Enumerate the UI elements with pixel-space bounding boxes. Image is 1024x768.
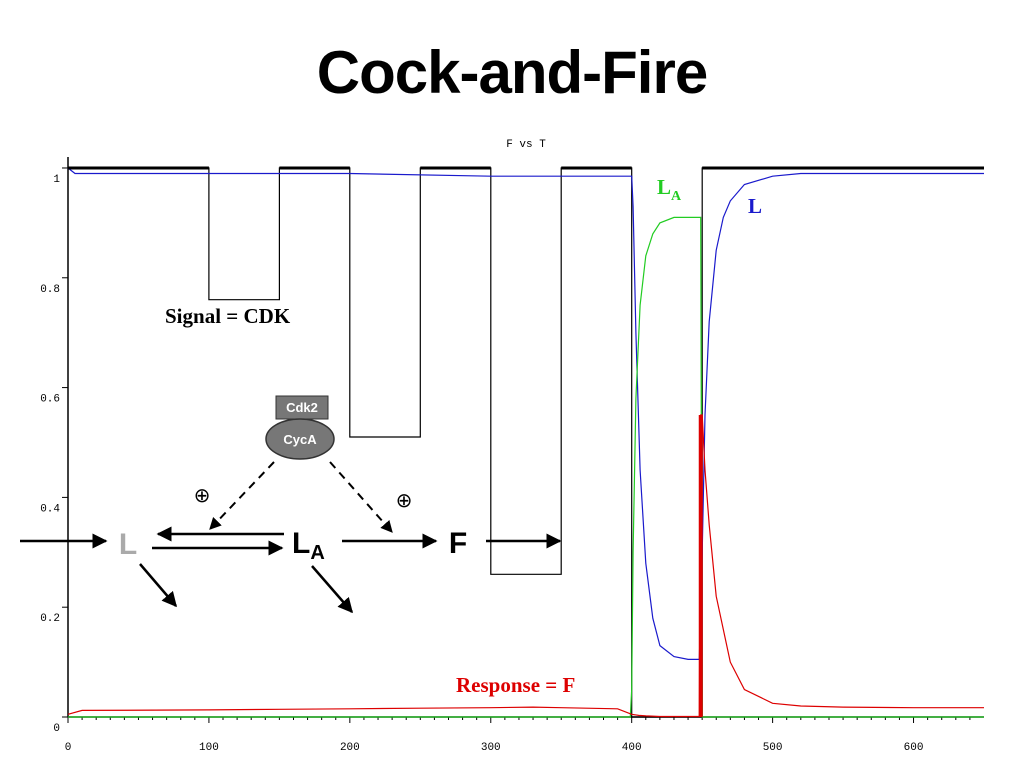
y-tick-label: 0 [53,723,60,735]
la-label-sub: A [671,189,682,204]
x-tick-label: 0 [65,742,72,754]
y-tick-label: 0.2 [40,613,60,625]
la-label-main: L [657,175,671,199]
x-tick-label: 600 [904,742,924,754]
series-line-f [67,414,984,718]
axes [67,157,984,718]
x-tick-label: 100 [199,742,219,754]
node-f: F [449,527,467,560]
x-tick-label: 200 [340,742,360,754]
signal-annotation: Signal = CDK [165,304,291,328]
y-axis-ticks: 0 0.2 0.4 0.6 0.8 1 [40,167,68,735]
y-tick-label: 0.4 [40,503,60,515]
l-series-label: L [748,194,762,218]
slide-title: Cock-and-Fire [316,39,708,106]
chart-title: F vs T [506,139,546,151]
node-l: L [119,528,137,561]
arrow-la-degrade [311,565,353,614]
dashed-arrow-left [209,461,275,530]
series-line-la [68,216,984,718]
plus-right: ⊕ [396,488,413,512]
cyca-ellipse [265,418,335,460]
x-axis-ticks: 0 100 200 300 400 500 600 [65,717,971,754]
la-series-label: LA [657,175,682,204]
reaction-diagram: Cdk2 CycA ⊕ ⊕ L LA F [20,395,562,614]
dashed-arrow-right [329,461,393,533]
series-lines [67,166,984,718]
response-annotation: Response = F [456,673,575,697]
y-tick-label: 0.6 [40,394,60,406]
cdk2-label: Cdk2 [286,400,318,415]
series-line-signal [68,167,984,718]
node-la-main: L [292,527,310,560]
x-tick-label: 500 [763,742,783,754]
node-la: LA [292,527,325,564]
x-tick-label: 300 [481,742,501,754]
series-line-l [67,167,984,661]
node-la-sub: A [310,542,324,564]
y-tick-label: 0.8 [40,284,60,296]
arrow-l-degrade [139,563,177,608]
x-tick-label: 400 [622,742,642,754]
plus-left: ⊕ [194,483,211,507]
y-tick-label: 1 [53,174,60,186]
cyca-label: CycA [283,432,317,447]
